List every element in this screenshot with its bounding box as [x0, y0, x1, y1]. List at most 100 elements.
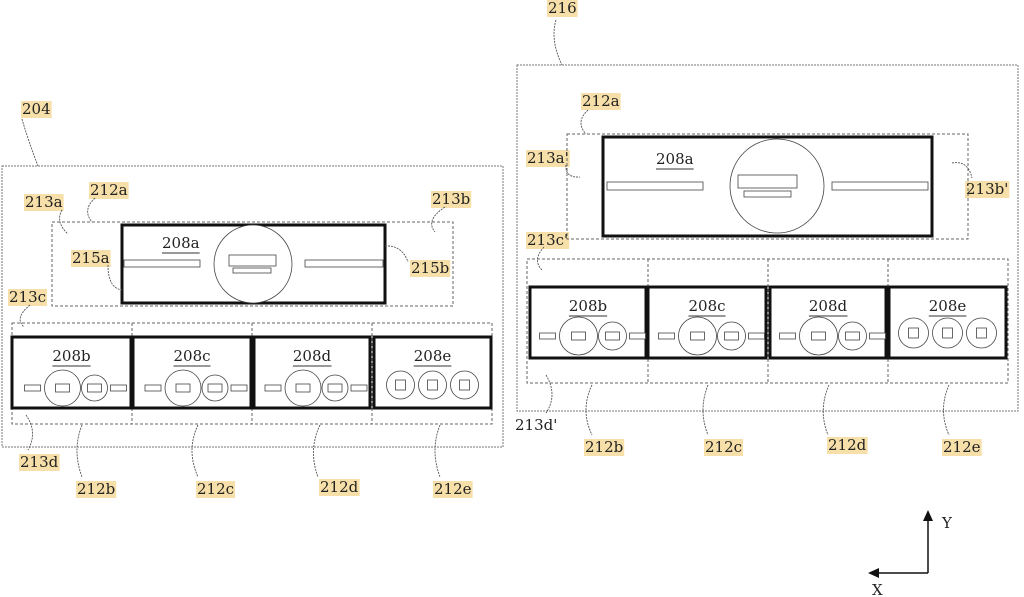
label-215a: 215a: [72, 249, 110, 267]
label-213c-prime: 213c': [527, 231, 568, 249]
right-figure: 208b 208c 208d 208e: [516, 19, 1019, 436]
y-axis-label: Y: [941, 514, 953, 532]
inner-rect: [55, 383, 70, 393]
label-216: 216: [548, 0, 577, 17]
leader-line: [21, 118, 39, 167]
unit-208d: 208d: [768, 285, 888, 360]
unit-label: 208c: [688, 297, 725, 315]
inner-rect: [175, 383, 191, 393]
label-highlight: [547, 0, 578, 17]
left-center-rect: [228, 254, 277, 267]
inner-square: [942, 327, 953, 339]
label-highlight: [19, 454, 60, 471]
left-slot-bar: [123, 259, 201, 268]
inner-rect: [87, 383, 102, 393]
unit-label: 208d: [809, 297, 848, 315]
dash-slot: [144, 384, 162, 392]
label-213c: 213c: [9, 288, 46, 306]
x-axis-label: X: [872, 581, 883, 597]
label-213d: 213d: [20, 453, 59, 471]
label-212e: 212e: [434, 480, 472, 498]
dash-slot: [230, 384, 248, 392]
unit-label: 208b: [52, 347, 90, 365]
unit-208b: 208b: [528, 285, 648, 360]
label-highlight: [89, 182, 129, 199]
dash-slot: [350, 384, 368, 392]
dash-slot: [779, 332, 796, 340]
unit-208b: 208b: [10, 335, 133, 410]
label-213b-prime: 213b': [966, 180, 1008, 198]
unit-208c: 208c: [131, 335, 253, 410]
label-213d-prime: 213d': [515, 416, 557, 434]
inner-square: [427, 379, 438, 391]
dash-slot: [110, 384, 127, 392]
unit-label: 208b: [569, 297, 607, 315]
inner-rect: [207, 383, 223, 393]
label-highlight: [410, 260, 451, 277]
inner-rect: [571, 331, 586, 341]
dash-slot: [24, 384, 41, 392]
label-highlight: [433, 481, 473, 498]
dash-slot: [869, 332, 886, 340]
label-213a-prime: 213a': [527, 149, 569, 167]
unit-label: 208e: [414, 347, 452, 365]
inner-rect: [327, 383, 343, 393]
label-213a: 213a: [25, 193, 63, 211]
left-center-rect-small: [232, 267, 272, 274]
label-highlight: [8, 289, 48, 306]
label-212c-right: 212c: [705, 438, 742, 456]
right-center-rect-small: [743, 190, 792, 198]
label-212b-right: 212b: [585, 438, 623, 456]
inner-square: [908, 327, 919, 339]
unit-label: 208d: [293, 347, 332, 365]
dash-slot: [264, 384, 282, 392]
label-208a: 208a: [162, 234, 200, 252]
label-highlight: [196, 481, 236, 498]
unit-label: 208c: [173, 347, 210, 365]
label-highlight: [319, 479, 360, 496]
right-center-rect: [737, 174, 798, 189]
inner-rect: [811, 331, 826, 341]
unit-208c: 208c: [646, 285, 768, 360]
label-highlight: [584, 439, 625, 456]
label-highlight: [21, 101, 52, 118]
right-slot-bar: [831, 181, 929, 191]
unit-208e: 208e: [372, 335, 493, 410]
inner-rect: [724, 331, 739, 341]
label-212a-right: 212a: [582, 92, 620, 110]
label-212b: 212b: [77, 480, 115, 498]
inner-rect: [605, 331, 620, 341]
unit-208e: 208e: [887, 285, 1008, 360]
inner-square: [395, 379, 406, 391]
inner-square: [459, 379, 470, 391]
label-highlight: [827, 437, 868, 454]
label-212e-right: 212e: [943, 438, 981, 456]
label-212a: 212a: [90, 181, 128, 199]
label-highlight: [431, 191, 472, 208]
inner-rect: [295, 383, 311, 393]
label-highlight: [71, 250, 111, 267]
unit-label: 208e: [929, 297, 967, 315]
label-highlight: [526, 232, 570, 249]
label-215b: 215b: [411, 259, 449, 277]
inner-rect: [690, 331, 705, 341]
right-outer-frame: [516, 64, 1019, 412]
left-slot-bar: [304, 259, 384, 268]
label-highlight: [76, 481, 117, 498]
label-204: 204: [22, 100, 51, 118]
inner-rect: [845, 331, 860, 341]
label-212c: 212c: [197, 480, 234, 498]
right-slot-bar: [606, 181, 704, 191]
label-highlight: [704, 439, 744, 456]
label-highlight: [581, 93, 621, 110]
right-zone-212a: [566, 133, 969, 240]
dash-slot: [748, 332, 765, 340]
unit-208d: 208d: [252, 335, 372, 410]
label-213b: 213b: [432, 190, 470, 208]
label-highlight: [24, 194, 64, 211]
label-highlight: [526, 150, 570, 167]
label-highlight: [942, 439, 982, 456]
dash-slot: [539, 332, 556, 340]
label-208a-right: 208a: [656, 150, 694, 168]
